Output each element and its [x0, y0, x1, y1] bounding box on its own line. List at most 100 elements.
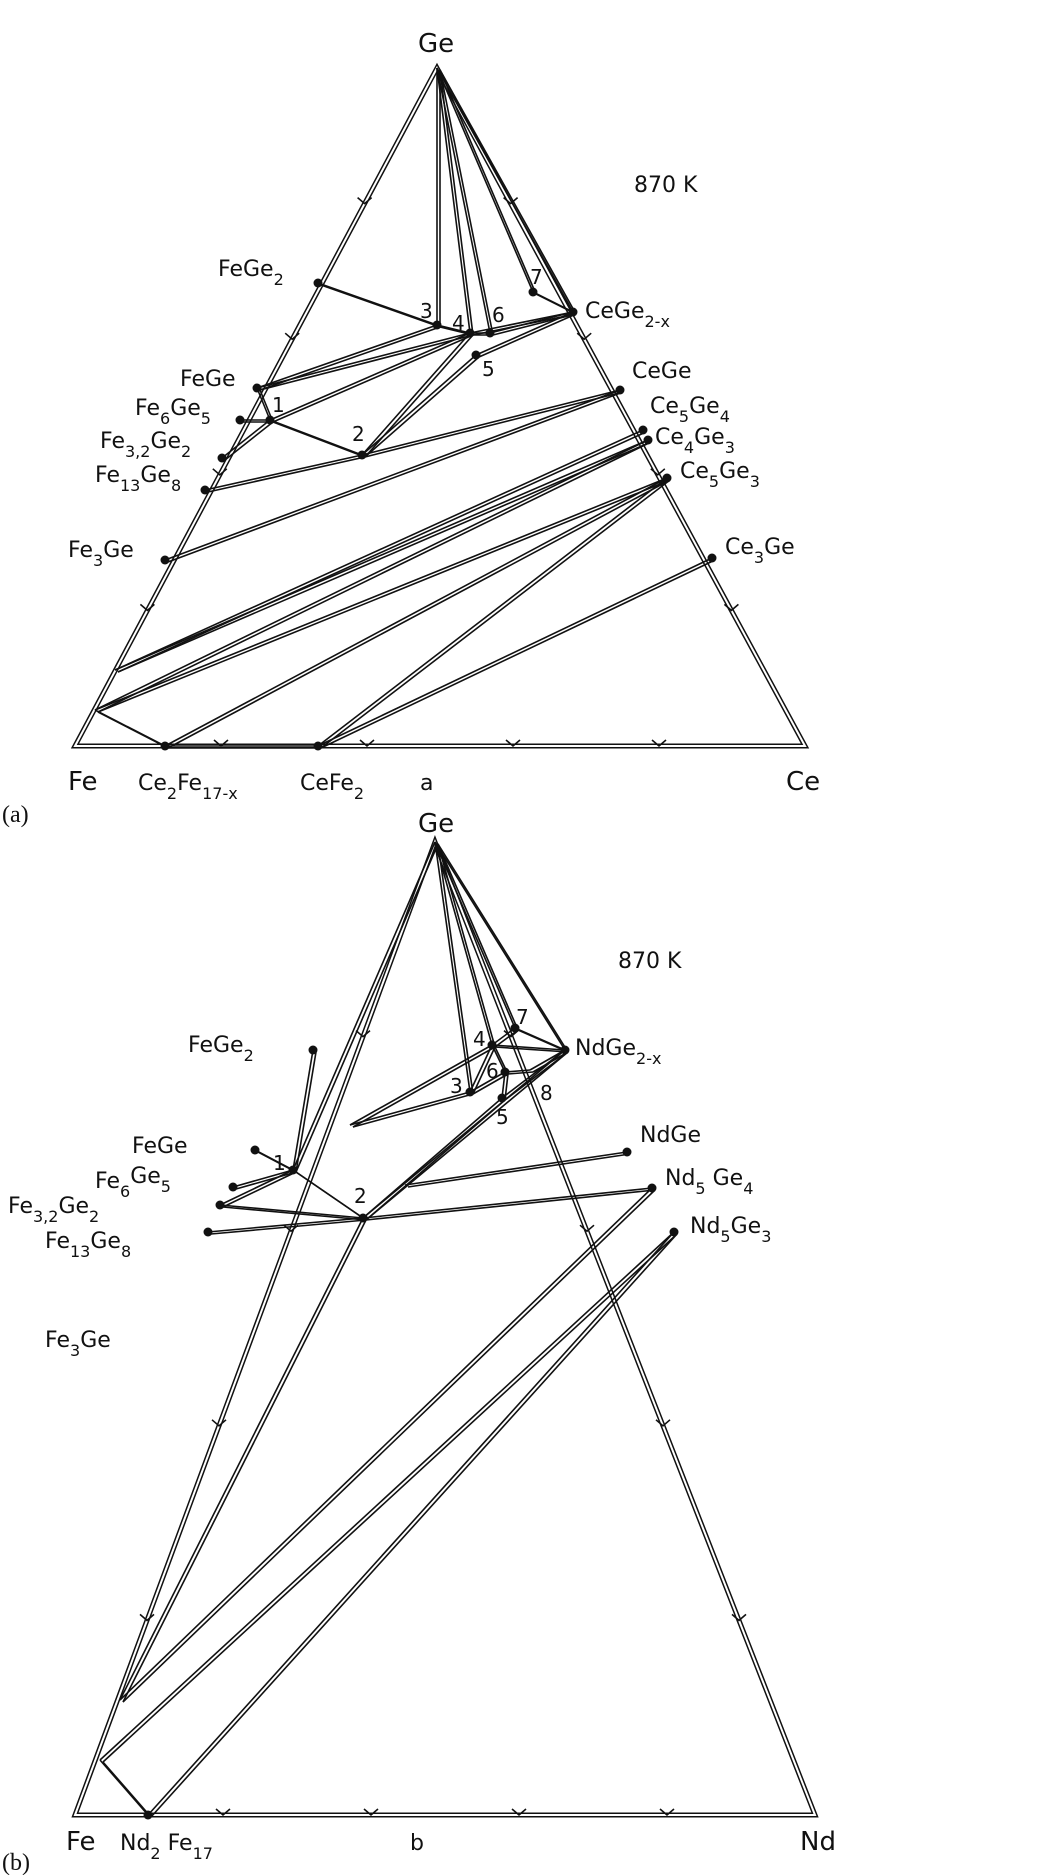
tick-mark-a [651, 739, 667, 748]
tie-line-a [114, 429, 644, 671]
tie-line-b [491, 1027, 516, 1046]
phase-point-b [203, 1227, 213, 1237]
tie-line-a [256, 324, 438, 389]
tie-line-b [491, 1044, 566, 1051]
tie-line-a [475, 311, 574, 356]
ternary-number-5-a: 5 [482, 357, 495, 381]
tick-mark-b [139, 1613, 155, 1622]
tie-line-a [204, 454, 363, 491]
tie-line-a [94, 477, 668, 711]
tie-line-a [272, 334, 474, 423]
tick-mark-b [579, 1224, 595, 1233]
triangle-edge-b [71, 834, 819, 1818]
sublabel-b: b [410, 1831, 424, 1856]
tie-line-a [256, 387, 271, 421]
tie-line-a [436, 67, 491, 334]
tie-line-b [529, 1049, 566, 1071]
ternary-diagram-b [71, 834, 819, 1820]
tie-line-b [150, 1233, 678, 1818]
phase-ce5ge3-a: Ce5Ge3 [680, 459, 760, 491]
phase-ce5ge4-a: Ce5Ge4 [650, 394, 730, 426]
ternary-number-5-b: 5 [496, 1105, 509, 1129]
phase-fege-b: FeGe [132, 1134, 188, 1159]
tie-line-b [494, 1029, 519, 1048]
tie-line-b [219, 1169, 294, 1206]
ternary-number-6-b: 6 [486, 1059, 499, 1083]
tie-line-b [434, 841, 516, 1029]
tie-line-a [436, 67, 471, 334]
phase-nd5ge3-b: Nd5Ge3 [690, 1214, 771, 1246]
phase-fe13ge8-b: Fe13Ge8 [45, 1229, 131, 1261]
ternary-number-4-a: 4 [452, 311, 465, 335]
tick-mark-b [211, 1419, 227, 1427]
tick-mark-a [723, 603, 739, 612]
ternary-number-6-a: 6 [492, 303, 505, 327]
phase-point-b [250, 1145, 260, 1155]
tie-line-b [437, 843, 496, 1048]
tie-line-b [352, 1046, 496, 1128]
ternary-number-1-b: 1 [273, 1151, 286, 1175]
triangle-edge-inner-a [73, 65, 807, 747]
phase-ce3ge-a: Ce3Ge [725, 535, 795, 567]
tie-line-a [364, 391, 624, 458]
tie-line-a [94, 439, 649, 711]
phase-ce4ge3-a: Ce4Ge3 [655, 425, 735, 457]
tie-line-b [404, 1151, 628, 1186]
tie-line-b [232, 1169, 294, 1188]
tie-line-b [295, 843, 439, 1173]
corner-ge-b: Ge [418, 809, 454, 839]
phase-point-a [638, 425, 648, 435]
tie-line-a [117, 431, 647, 673]
phase-point-b [487, 1040, 497, 1050]
phase-point-a [160, 555, 170, 565]
tie-line-a [269, 419, 363, 456]
phase-point-a [217, 453, 227, 463]
phase-fe32ge2-b: Fe3,2Ge2 [8, 1194, 99, 1226]
tie-line-b [207, 1217, 364, 1233]
tie-line-b [362, 1187, 653, 1219]
tie-line-a [361, 389, 621, 456]
tie-line-a [97, 479, 671, 713]
ternary-number-7-a: 7 [530, 265, 543, 289]
phase-fe6ge5-a: Fe6Ge5 [135, 396, 211, 428]
tick-mark-a [357, 196, 373, 205]
tie-line-a [317, 282, 438, 326]
corner-fe-b: Fe [66, 1827, 96, 1857]
tie-line-a [207, 456, 366, 493]
ternary-number-3-a: 3 [420, 299, 433, 323]
tie-line-a [320, 559, 716, 749]
tie-line-a [117, 441, 652, 673]
tie-line-b [517, 1029, 569, 1053]
phase-point-a [615, 385, 625, 395]
phase-fege2-b: FeGe2 [188, 1033, 254, 1065]
ternary-number-1-a: 1 [272, 393, 285, 417]
tie-line-a [317, 477, 668, 747]
tick-mark-a [503, 196, 519, 205]
phase-nd5ge4-b: Nd5 Ge4 [665, 1166, 753, 1198]
tie-line-b [365, 1189, 656, 1221]
corner-ge-a: Ge [418, 29, 454, 59]
phase-point-b [560, 1045, 570, 1055]
phase-point-b [500, 1067, 510, 1077]
phase-point-b [143, 1810, 153, 1820]
tie-line-b [222, 1206, 367, 1221]
ternary-number-2-b: 2 [354, 1184, 367, 1208]
caption-b: (b) [2, 1850, 30, 1875]
phase-ce2fe17x-a: Ce2Fe17-x [138, 771, 238, 803]
phase-point-b [465, 1087, 475, 1097]
tie-line-a [114, 439, 649, 671]
phase-point-a [265, 415, 275, 425]
tie-line-a [97, 711, 169, 749]
tick-mark-b [215, 1808, 231, 1817]
phase-point-b [288, 1165, 298, 1175]
tie-line-b [219, 1204, 364, 1219]
phase-fe32ge2-a: Fe3,2Ge2 [100, 429, 191, 461]
tie-line-b [122, 1189, 656, 1703]
phase-nd2fe17-b: Nd2 Fe17 [120, 1831, 213, 1863]
tick-mark-b [731, 1613, 747, 1622]
tie-line-b [434, 841, 471, 1093]
tie-line-a [97, 441, 652, 713]
tick-mark-a [212, 468, 228, 476]
phase-fege2-a: FeGe2 [218, 257, 284, 289]
tie-line-a [272, 421, 366, 458]
